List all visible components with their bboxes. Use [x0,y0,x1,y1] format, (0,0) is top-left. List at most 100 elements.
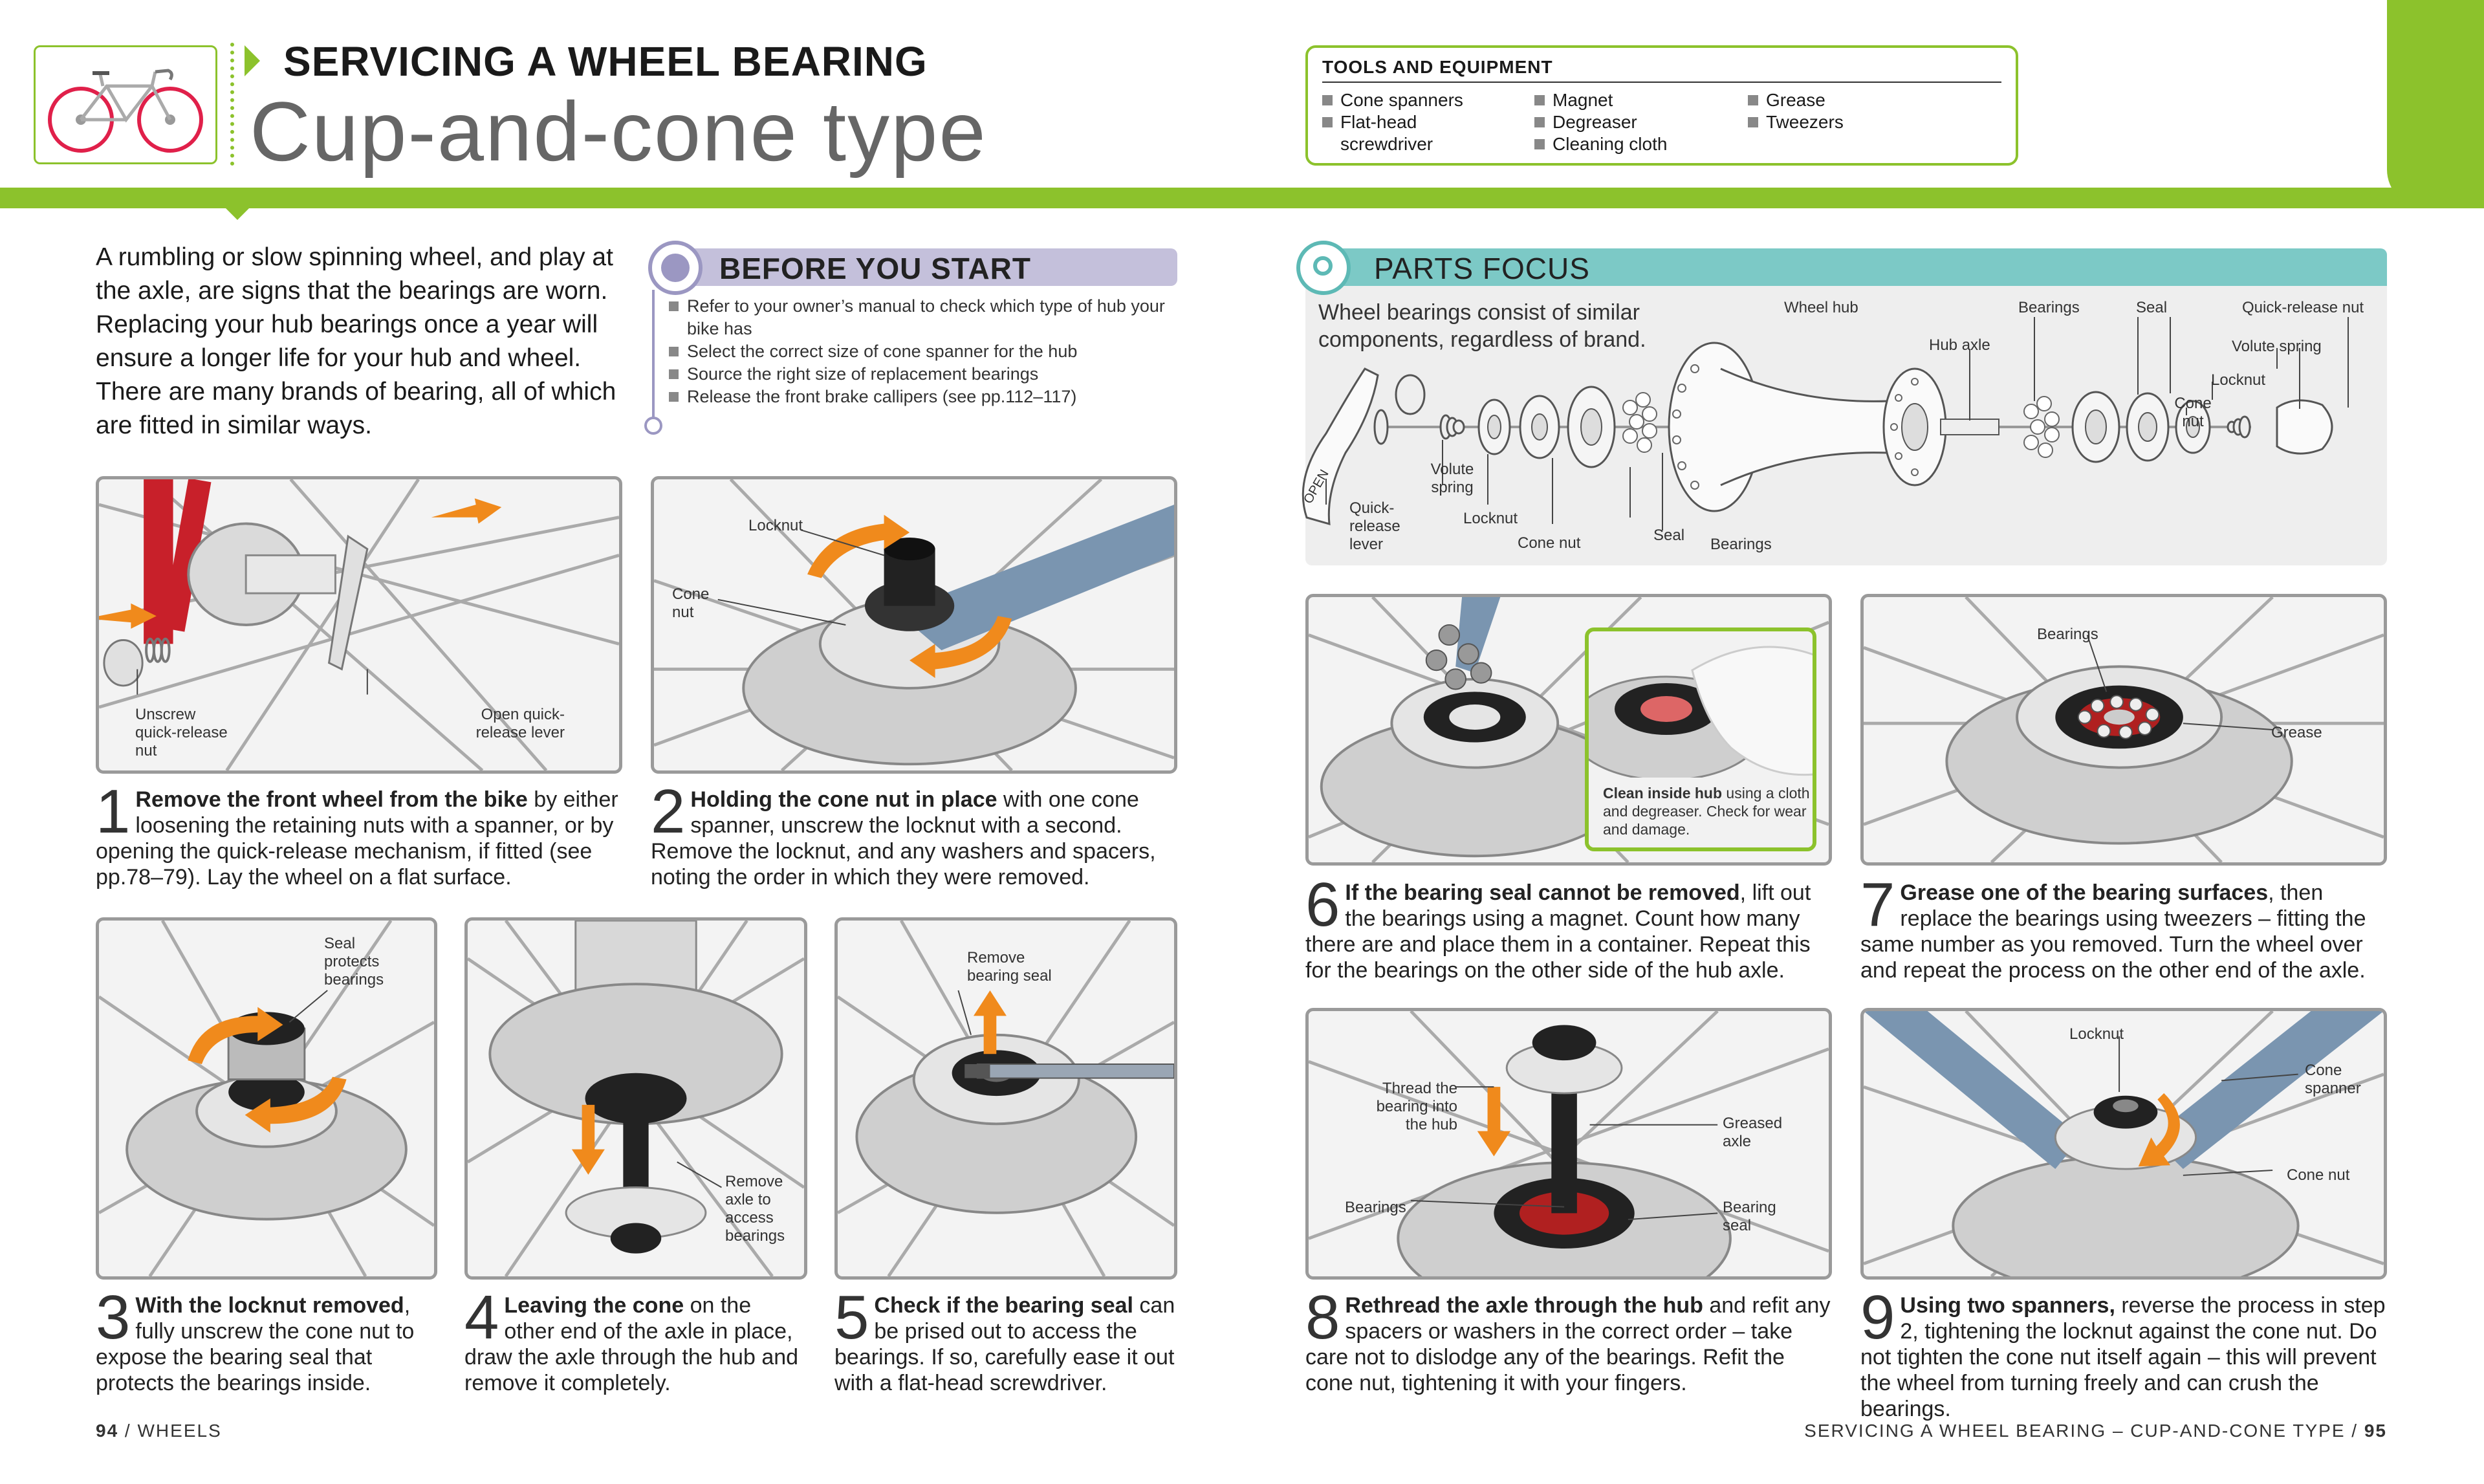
label-remove-bearing-seal: Remove bearing seal [967,949,1052,985]
parts-focus-title: PARTS FOCUS [1374,252,1590,285]
label-wheel-hub: Wheel hub [1784,299,1858,316]
label-volute-spring-left: Volute spring [1430,461,1474,496]
tools-column-3: Grease Tweezers [1748,89,1942,133]
step-body: on the other end of the axle in place, d… [464,1293,799,1395]
step-8-image: Thread the bearing into the hub Greased … [1305,1008,1832,1280]
wheel-illustration [99,479,619,770]
step-body: reverse the process in step 2, tightenin… [1860,1293,2386,1421]
inset-caption-lead: Clean inside hub [1603,785,1723,802]
hub-spanner-illustration [654,479,1174,770]
axle-removal-illustration [468,921,804,1276]
list-item: Select the correct size of cone spanner … [669,340,1173,363]
step-lead: Using two spanners, [1900,1293,2115,1318]
intro-paragraph: A rumbling or slow spinning wheel, and p… [96,243,616,439]
parts-focus-description: Wheel bearings consist of similar compon… [1318,300,1646,352]
step-number: 1 [96,777,131,846]
magnifier-icon [1296,241,1351,295]
tool-item: Degreaser [1534,111,1735,133]
axle-rethread-illustration [1309,1011,1829,1276]
header-notch [223,206,252,220]
step-number: 4 [464,1283,499,1352]
step-6-inset: Clean inside hub using a cloth and degre… [1585,627,1816,851]
step-body: , fully unscrew the cone nut to expose t… [96,1293,415,1395]
step-number: 3 [96,1283,131,1352]
label-bearings: Bearings [1345,1199,1406,1216]
step-lead: Holding the cone nut in place [690,787,997,812]
label-qr-lever: Quick-release lever [1349,499,1400,553]
tools-column-1: Cone spanners Flat-head screwdriver [1322,89,1510,155]
inset-caption-body: using a cloth and degreaser. Check for w… [1603,785,1810,838]
footer-section-left: WHEELS [137,1421,222,1441]
list-item: Source the right size of replacement bea… [669,363,1173,386]
label-cone-nut-left: Cone nut [1518,534,1581,552]
before-you-start-list: Refer to your owner’s manual to check wh… [669,295,1173,408]
title-arrow-icon [245,45,260,76]
list-item: Refer to your owner’s manual to check wh… [669,295,1173,340]
step-body: , then replace the bearings using tweeze… [1860,880,2366,983]
page-title: Cup-and-cone type [250,84,987,179]
label-bearing-seal: Bearing seal [1723,1199,1776,1234]
tool-item: Magnet [1534,89,1735,111]
tool-item: Tweezers [1748,111,1942,133]
step-7-image: Bearings Grease [1860,594,2387,866]
cone-removal-illustration [99,921,434,1276]
tool-item: Cleaning cloth [1534,133,1735,155]
label-cone-nut-right: Cone nut [2174,395,2212,430]
page-number-right: 95 [2364,1421,2387,1441]
tool-item: Grease [1748,89,1942,111]
step-9-image: Locknut Cone spanner Cone nut [1860,1008,2387,1280]
label-greased-axle: Greased axle [1723,1115,1783,1150]
label-open-qr-lever: Open quick-release lever [475,706,565,741]
before-you-start-rule [652,290,655,419]
list-item: Release the front brake callipers (see p… [669,386,1173,408]
magnet-bearings-illustration [1309,597,1829,862]
label-cone-nut: Cone nut [2287,1166,2350,1184]
grease-bearings-illustration [1864,597,2384,862]
header-green-side [2387,0,2484,208]
header-green-band [0,188,2484,208]
label-thread-bearing: Thread the bearing into the hub [1376,1080,1457,1133]
exploded-hub-diagram: OPEN [1301,317,2349,530]
label-bearings: Bearings [2037,626,2098,643]
step-body: with one cone spanner, unscrew the lockn… [651,787,1156,889]
parts-focus-bar [1305,248,2387,286]
bike-icon [48,69,203,153]
step-4-image: Remove axle to access bearings [464,917,807,1280]
label-grease: Grease [2271,724,2322,741]
inset-caption: Clean inside hub using a cloth and degre… [1603,784,1810,838]
label-locknut: Locknut [748,517,803,534]
step-lead: Check if the bearing seal [874,1293,1133,1318]
wrench-icon [648,241,703,295]
step-2-image: Locknut Cone nut [651,476,1177,774]
step-lead: If the bearing seal cannot be removed [1345,880,1740,905]
step-body: by either loosening the retaining nuts w… [96,787,618,889]
step-body: , lift out the bearings using a magnet. … [1305,880,1811,983]
bike-thumbnail [34,45,217,164]
page-number-left: 94 [96,1421,119,1441]
title-dotted-rule [230,43,234,166]
step-lead: Grease one of the bearing surfaces [1900,880,2269,905]
tool-item: Cone spanners [1322,89,1510,111]
seal-prise-illustration [838,921,1174,1276]
tools-rule [1322,82,2001,83]
label-locknut-right: Locknut [2211,371,2266,389]
label-qr-nut: Quick-release nut [2242,299,2364,316]
label-locknut: Locknut [2069,1025,2124,1043]
tools-column-2: Magnet Degreaser Cleaning cloth [1534,89,1735,155]
before-you-start-bar [671,248,1177,286]
footer-left: 94 / WHEELS [96,1421,222,1441]
label-seal-top: Seal [2136,299,2168,316]
label-cone-spanner: Cone spanner [2305,1062,2361,1097]
step-body: and refit any spacers or washers in the … [1305,1293,1831,1395]
label-unscrew-qr-nut: Unscrew quick-release nut [135,706,228,759]
page-kicker: SERVICING A WHEEL BEARING [283,38,928,85]
step-body: can be prised out to access the bearings… [834,1293,1175,1395]
